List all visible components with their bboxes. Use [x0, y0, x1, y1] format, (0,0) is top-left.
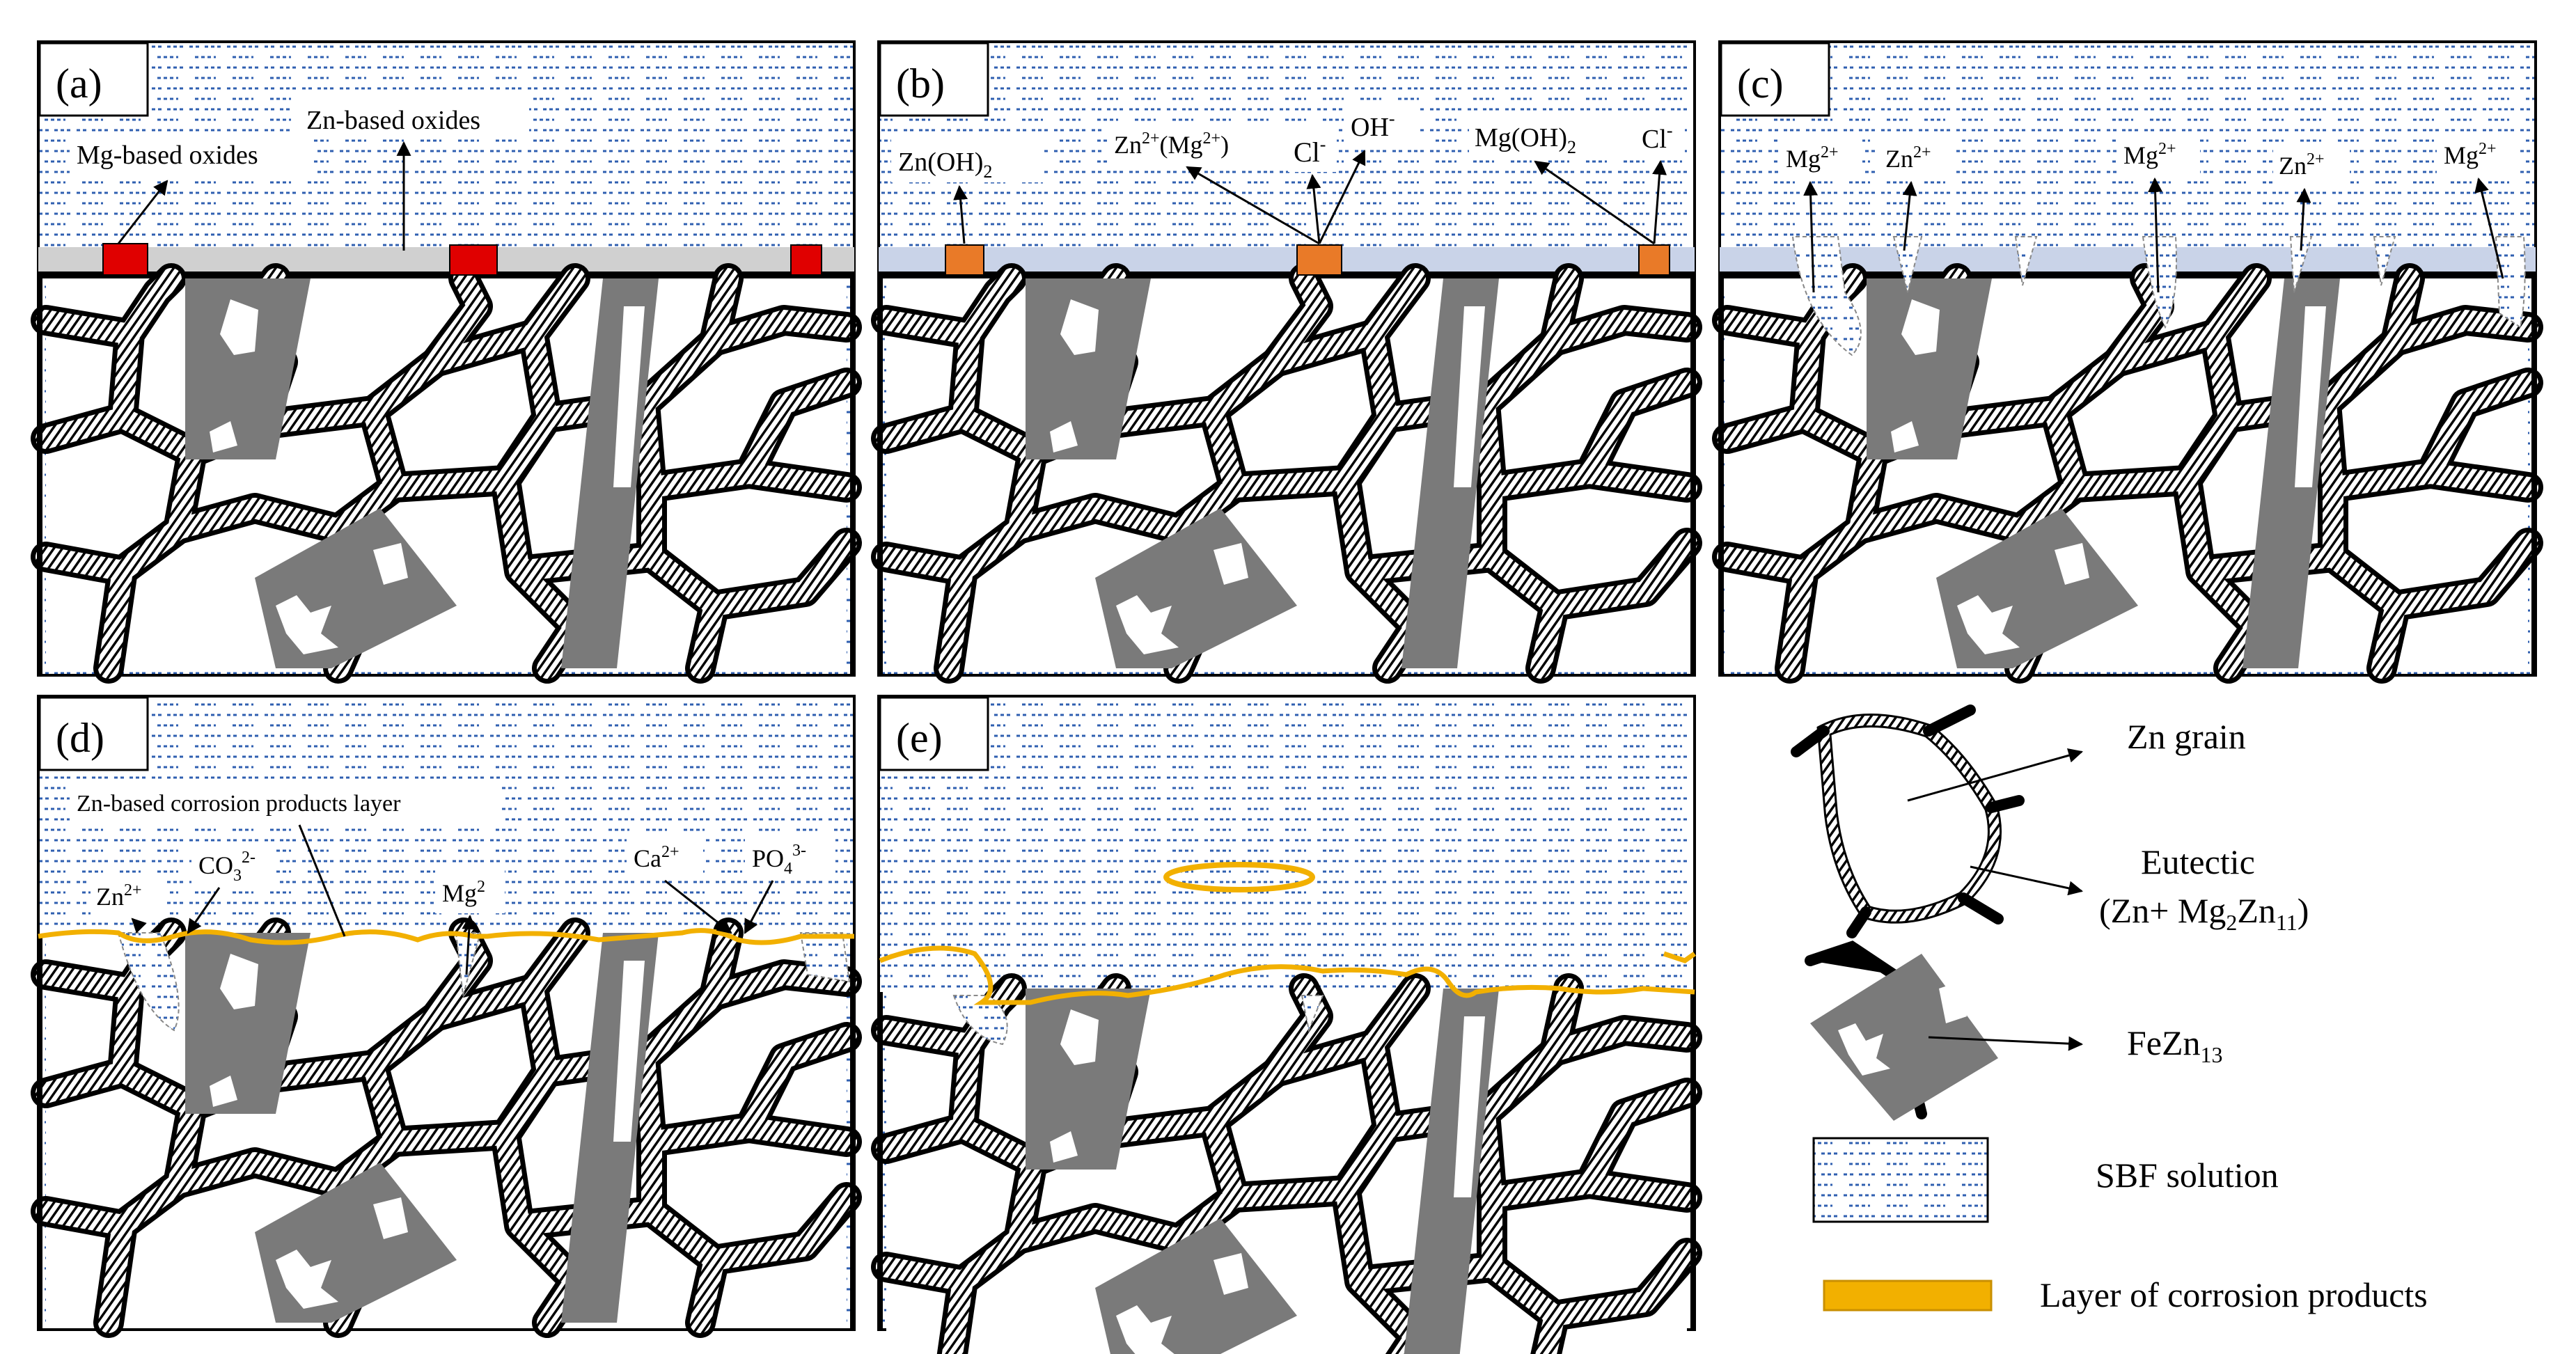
zn-ion-label-2: Zn2+	[2279, 150, 2325, 180]
detached-product-flake	[1163, 862, 1315, 892]
legend-eutectic: Eutectic	[2141, 842, 2255, 881]
panel-b-tag: (b)	[896, 61, 945, 107]
panel-b: (b) Zn(OH)2 Zn2+(Mg2+) Cl- OH- Mg(OH)2 C…	[879, 40, 1695, 675]
mg-hydroxide-particle	[1638, 244, 1670, 276]
phosphate-label: PO43-	[752, 842, 806, 878]
mg-oxide-label: Mg-based oxides	[77, 141, 258, 170]
zn-corrosion-layer-label: Zn-based corrosion products layer	[77, 791, 401, 817]
dissolution-pit	[1791, 236, 1862, 356]
carbonate-label: CO32-	[198, 849, 256, 885]
mg-ion-label-3: Mg2+	[2444, 140, 2497, 169]
thickened-corrosion-layer	[879, 945, 1695, 1005]
zn-hydroxide-particle	[945, 244, 984, 276]
mg-ion-label-2: Mg2+	[2123, 140, 2176, 169]
legend-eutectic-formula: (Zn+ Mg2Zn11)	[2099, 891, 2309, 935]
legend-sbf: SBF solution	[2096, 1156, 2279, 1195]
zn-oh2-label: Zn(OH)2	[898, 148, 992, 182]
legend-grain-swatch	[1791, 704, 2025, 938]
chloride-label-2: Cl-	[1642, 120, 1673, 154]
legend-sbf-swatch	[1812, 1137, 1989, 1223]
zn-oxide-label: Zn-based oxides	[306, 106, 480, 135]
legend-corrosion-layer: Layer of corrosion products	[2040, 1275, 2428, 1314]
panel-d-tag: (d)	[56, 715, 104, 761]
mg-oxide-particle	[102, 243, 148, 276]
panel-e: (e)	[879, 695, 1695, 1354]
zn-mg-ion-label: Zn2+(Mg2+)	[1114, 129, 1229, 159]
panel-e-tag: (e)	[896, 715, 943, 761]
mg-ion-label-d: Mg2	[442, 878, 485, 907]
zn-ion-label-1: Zn2+	[1885, 143, 1931, 173]
legend-fezn-swatch	[1805, 940, 1998, 1121]
oxide-particle	[790, 244, 822, 276]
panel-a: (a) Mg-based oxides Zn-based oxides	[38, 40, 854, 675]
legend-zn-grain: Zn grain	[2127, 717, 2246, 756]
panel-a-tag: (a)	[56, 61, 102, 107]
panel-c: (c) Mg2+ Zn2+ Mg2+ Zn2+ Mg2+	[1720, 40, 2536, 675]
legend	[1791, 704, 2084, 1312]
legend-fezn13: FeZn13	[2127, 1023, 2223, 1067]
zn-oxide-particle	[449, 244, 498, 276]
calcium-ion-label: Ca2+	[634, 843, 680, 872]
chloride-label: Cl-	[1294, 134, 1326, 168]
mg-ion-label-1: Mg2+	[1786, 143, 1839, 173]
panel-c-tag: (c)	[1737, 61, 1784, 107]
zn-ion-label-d: Zn2+	[96, 881, 142, 911]
hydroxide-ion-label: OH-	[1351, 109, 1395, 142]
mg-oh2-label: Mg(OH)2	[1475, 123, 1576, 157]
zn-corrosion-product-layer	[38, 928, 854, 945]
legend-corrosion-swatch	[1823, 1280, 1993, 1312]
panel-d: (d) Zn-based corrosion products layer Zn…	[38, 695, 854, 1330]
hydroxide-particle	[1296, 244, 1342, 276]
